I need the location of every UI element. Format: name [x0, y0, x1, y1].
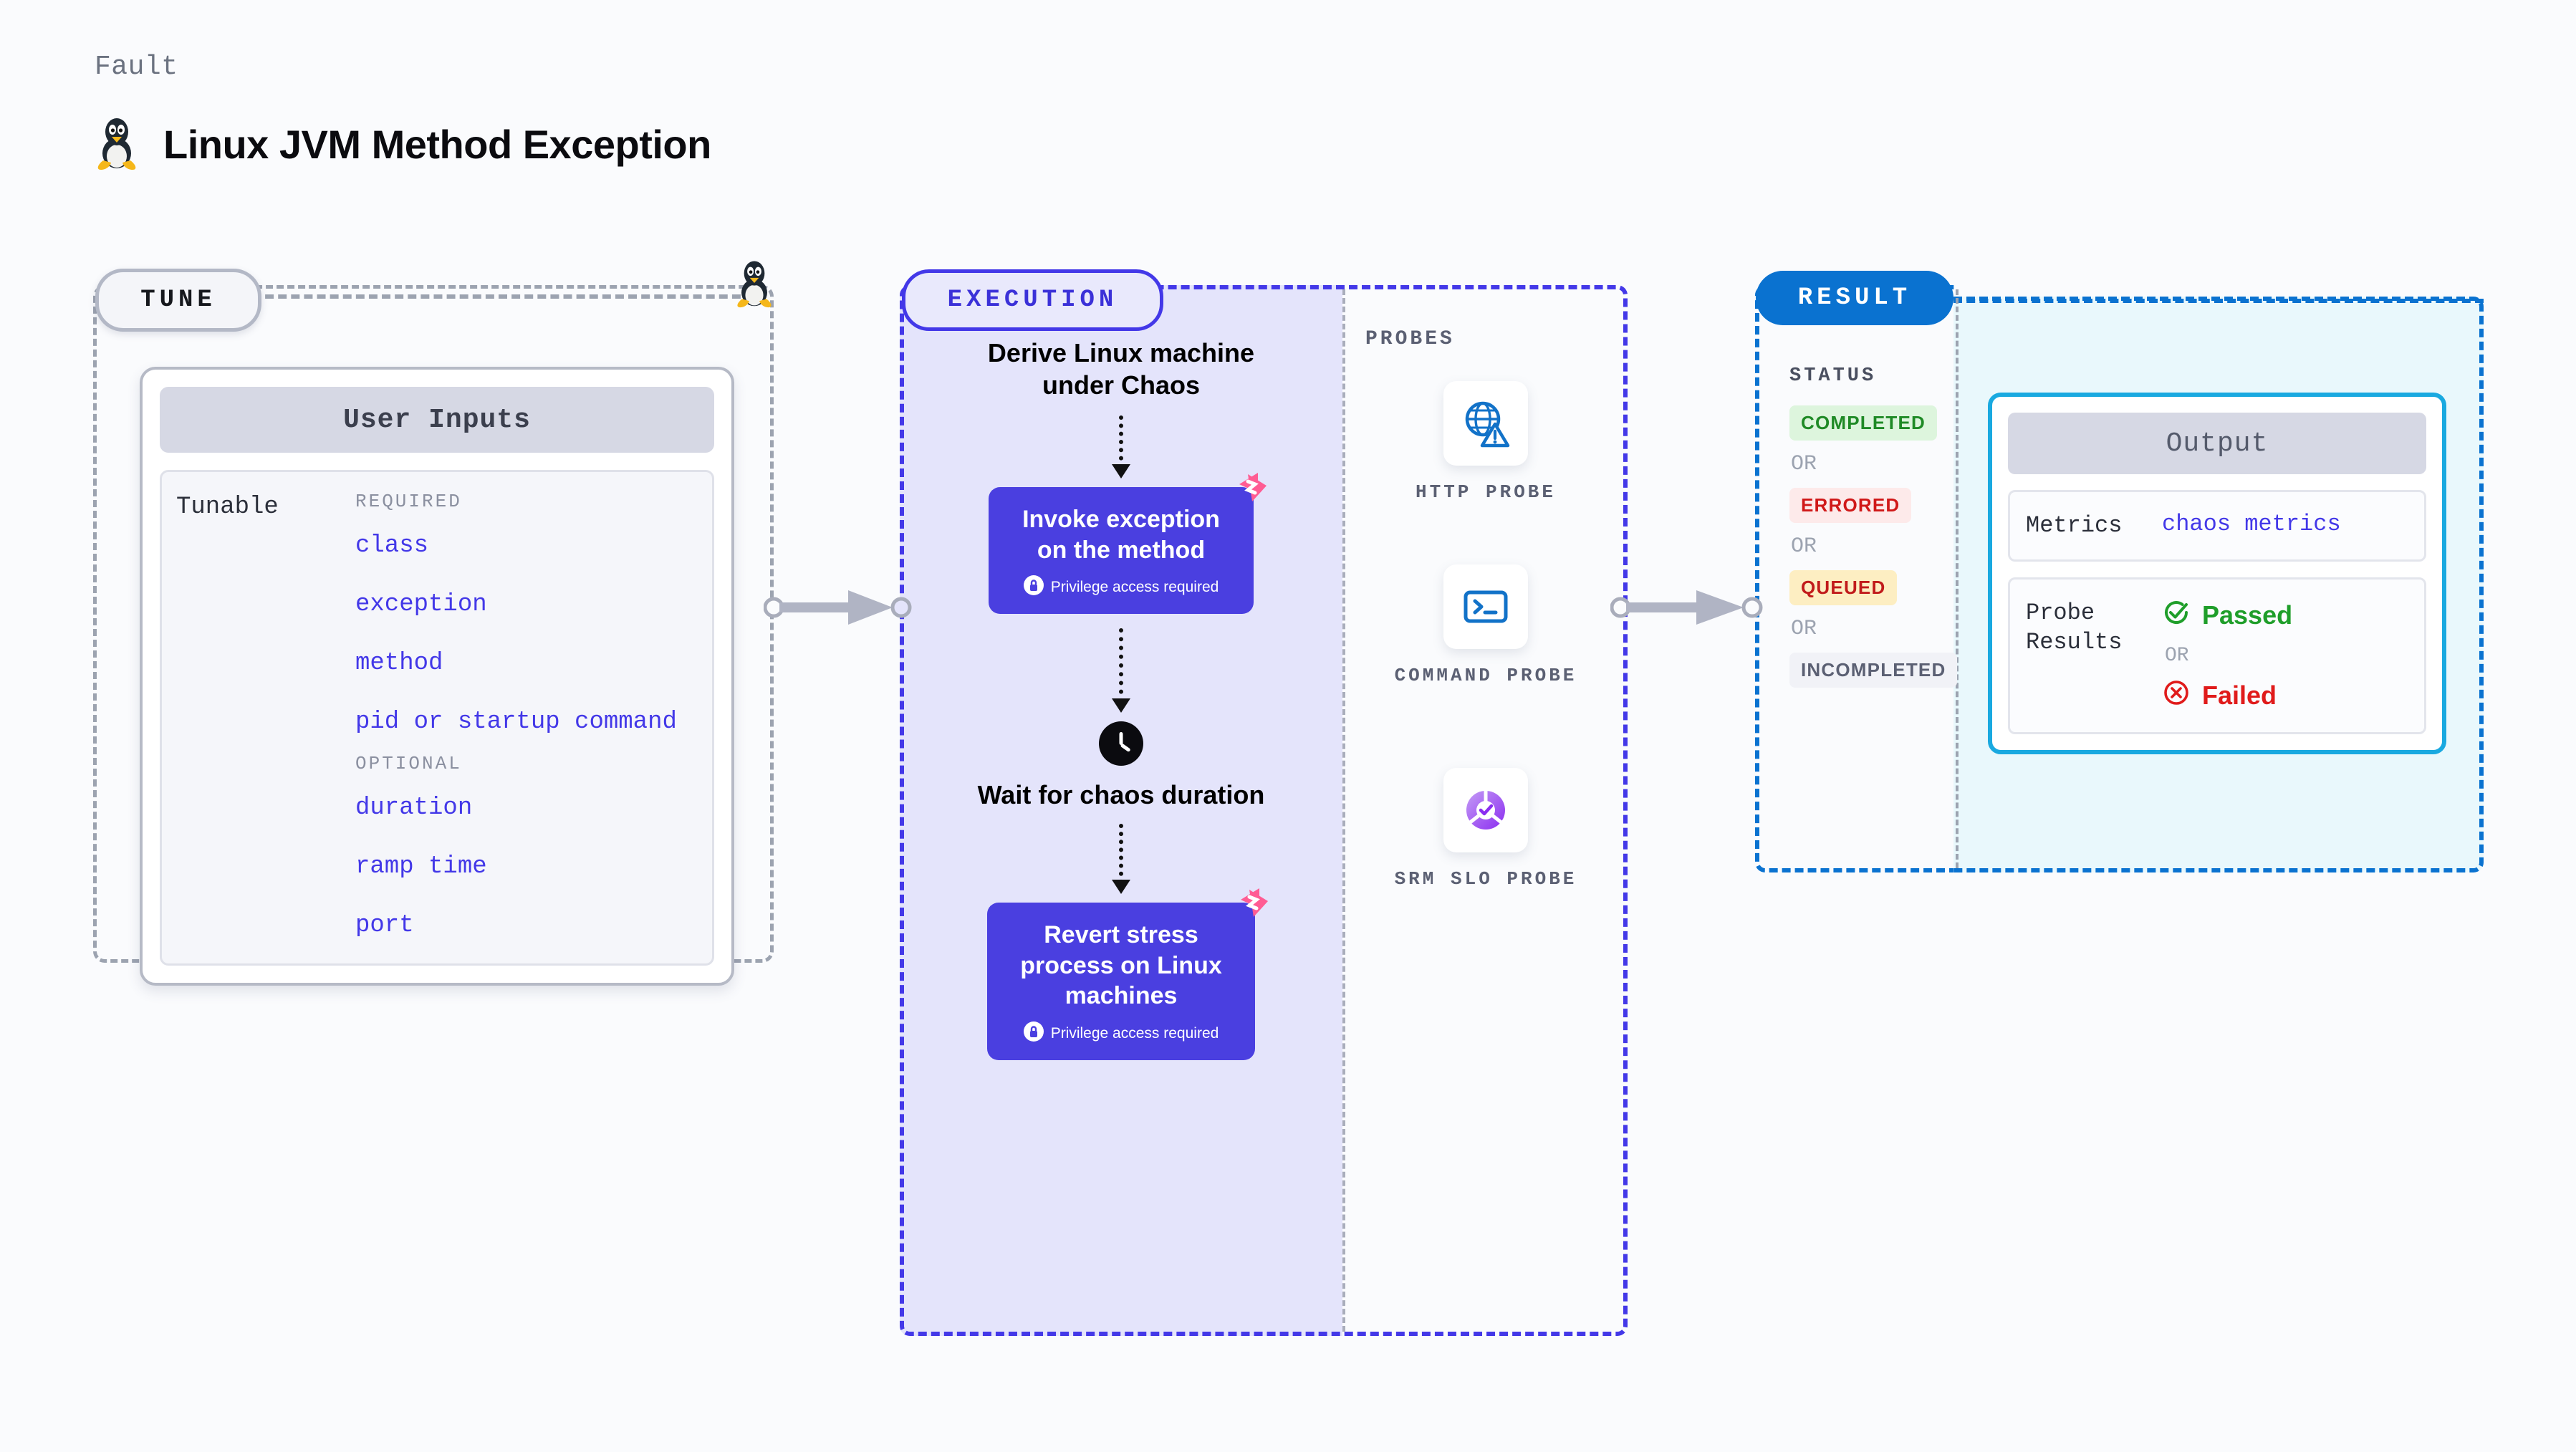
- privilege-note-text: Privilege access required: [1050, 579, 1219, 595]
- execution-revert-label: Revert stress process on Linux machines: [1020, 921, 1222, 1009]
- probe-command[interactable]: COMMAND PROBE: [1345, 564, 1626, 688]
- probe-http[interactable]: HTTP PROBE: [1345, 381, 1626, 505]
- tune-badge[interactable]: TUNE: [95, 269, 261, 332]
- tunable-item[interactable]: class: [355, 532, 429, 559]
- slo-donut-check-icon: [1443, 768, 1528, 852]
- page-kicker: Fault: [95, 52, 178, 82]
- status-or: OR: [1791, 617, 1817, 641]
- tune-linux-penguin-icon: [734, 258, 774, 312]
- probe-label: COMMAND PROBE: [1394, 665, 1577, 686]
- privilege-note: Privilege access required: [1009, 1021, 1234, 1046]
- tunable-item[interactable]: exception: [355, 591, 487, 618]
- litmus-logo-icon: [1228, 884, 1271, 929]
- probe-srm-slo[interactable]: SRM SLO PROBE: [1345, 768, 1626, 892]
- execution-step-title: Derive Linux machine under Chaos: [987, 338, 1255, 400]
- page-title: Linux JVM Method Exception: [163, 122, 711, 167]
- status-badge-errored: ERRORED: [1789, 488, 1912, 523]
- output-card: Output Metrics chaos metrics Probe Resul…: [1988, 393, 2446, 754]
- tunable-item[interactable]: ramp time: [355, 853, 487, 880]
- status-or: OR: [1791, 452, 1817, 476]
- probe-label: HTTP PROBE: [1415, 481, 1557, 503]
- result-top-dashline: [1953, 299, 2484, 303]
- status-badge-incompleted: INCOMPLETED: [1789, 653, 1958, 688]
- execution-wait-label: Wait for chaos duration: [977, 780, 1265, 809]
- probe-result-failed: Failed: [2162, 678, 2292, 713]
- privilege-note: Privilege access required: [1010, 575, 1232, 600]
- status-badge-queued: QUEUED: [1789, 570, 1898, 605]
- page-title-row: Linux JVM Method Exception: [95, 115, 711, 174]
- connector-tune-to-execution: [763, 586, 914, 633]
- privilege-note-text: Privilege access required: [1050, 1024, 1219, 1042]
- execution-probes-panel: [900, 285, 1628, 1336]
- probes-label: PROBES: [1365, 328, 1455, 350]
- tunable-item[interactable]: method: [355, 650, 443, 677]
- probe-label: SRM SLO PROBE: [1394, 868, 1577, 890]
- tunable-item[interactable]: pid or startup command: [355, 708, 677, 736]
- linux-penguin-icon: [95, 115, 139, 174]
- check-circle-icon: [2162, 598, 2191, 633]
- connector-execution-to-result: [1610, 586, 1765, 633]
- status-block: STATUS COMPLETED OR ERRORED OR QUEUED OR…: [1789, 365, 1958, 688]
- status-badge-completed: COMPLETED: [1789, 405, 1938, 441]
- tunable-label: Tunable: [176, 494, 279, 521]
- result-panel-divider: [1956, 289, 1959, 868]
- probe-result-passed: Passed: [2162, 598, 2292, 633]
- tunable-list: REQUIRED class exception method pid or s…: [355, 491, 698, 942]
- execution-action-label: Invoke exception on the method: [1022, 506, 1220, 564]
- globe-warning-icon: [1443, 381, 1528, 466]
- probe-results-values: Passed OR Failed: [2162, 598, 2292, 713]
- probe-result-failed-label: Failed: [2202, 681, 2277, 711]
- output-metrics-row: Metrics chaos metrics: [2008, 490, 2426, 562]
- tune-connector-dashline: [252, 294, 754, 299]
- flow-arrow: [1112, 628, 1130, 713]
- user-inputs-card: User Inputs Tunable REQUIRED class excep…: [140, 367, 734, 986]
- probe-results-label: Probe Results: [2026, 599, 2123, 656]
- metrics-label: Metrics: [2026, 512, 2123, 539]
- execution-probes-divider: [1342, 289, 1345, 1332]
- clock-icon: [1099, 721, 1143, 766]
- x-circle-icon: [2162, 678, 2191, 713]
- flow-arrow: [1112, 824, 1130, 894]
- litmus-logo-icon: [1226, 468, 1269, 514]
- lock-icon: [1023, 575, 1044, 600]
- metrics-value[interactable]: chaos metrics: [2162, 511, 2341, 537]
- execution-badge[interactable]: EXECUTION: [902, 269, 1163, 331]
- flow-arrow: [1112, 415, 1130, 479]
- tunable-item[interactable]: port: [355, 912, 414, 939]
- tunable-group-label-required: REQUIRED: [355, 491, 462, 512]
- output-title: Output: [2008, 413, 2426, 474]
- probes-column: PROBES HTTP PROBE COMMAND PROBE: [1345, 289, 1626, 1332]
- probe-result-passed-label: Passed: [2202, 600, 2293, 630]
- execution-flow: Derive Linux machine under Chaos Invoke …: [900, 337, 1342, 1060]
- execution-revert-box[interactable]: Revert stress process on Linux machines …: [987, 888, 1268, 1060]
- tunable-item[interactable]: duration: [355, 794, 473, 822]
- result-badge[interactable]: RESULT: [1756, 271, 1953, 325]
- probe-result-or: OR: [2165, 644, 2189, 667]
- output-probe-results-row: Probe Results Passed OR: [2008, 577, 2426, 734]
- status-label: STATUS: [1789, 365, 1877, 387]
- tunable-group-label-optional: OPTIONAL: [355, 753, 462, 774]
- lock-icon: [1023, 1021, 1044, 1046]
- user-inputs-title: User Inputs: [160, 387, 714, 453]
- tunable-box: Tunable REQUIRED class exception method …: [160, 470, 714, 966]
- status-or: OR: [1791, 534, 1817, 559]
- terminal-icon: [1443, 564, 1528, 649]
- execution-action-box[interactable]: Invoke exception on the method Privilege…: [989, 473, 1267, 614]
